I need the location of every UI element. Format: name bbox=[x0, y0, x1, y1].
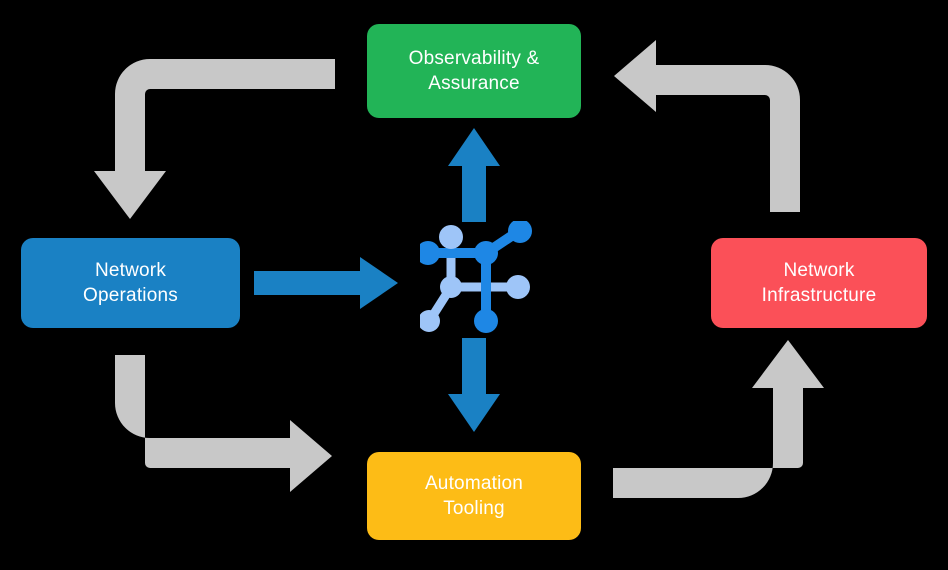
node-right-middle bbox=[506, 275, 530, 299]
arrow-center-to-observability bbox=[448, 128, 500, 222]
node-top-right bbox=[508, 221, 532, 243]
arrow-operations-to-center bbox=[254, 257, 398, 309]
node-label-network-infrastructure: Network Infrastructure bbox=[761, 259, 877, 306]
node-box-network-operations[interactable]: Network Operations bbox=[21, 238, 240, 328]
node-box-observability[interactable]: Observability & Assurance bbox=[367, 24, 581, 118]
node-upper-hub bbox=[474, 241, 498, 265]
node-label-automation-tooling: Automation Tooling bbox=[424, 472, 524, 519]
node-top-left bbox=[439, 225, 463, 249]
node-label-network-operations: Network Operations bbox=[83, 259, 178, 306]
node-lower-left-hub bbox=[440, 276, 462, 298]
network-icon-nodes bbox=[420, 221, 532, 333]
network-topology-icon bbox=[420, 221, 532, 333]
arrow-automation-to-infrastructure bbox=[613, 340, 824, 498]
arrow-infrastructure-to-observability bbox=[614, 40, 800, 212]
node-bottom-left bbox=[420, 310, 440, 332]
arrow-operations-to-automation bbox=[115, 355, 332, 492]
node-left bbox=[420, 241, 440, 265]
arrow-center-to-automation bbox=[448, 338, 500, 432]
node-box-automation-tooling[interactable]: Automation Tooling bbox=[367, 452, 581, 540]
arrow-observability-to-operations bbox=[94, 59, 335, 219]
node-label-observability: Observability & Assurance bbox=[408, 47, 540, 94]
node-box-network-infrastructure[interactable]: Network Infrastructure bbox=[711, 238, 927, 328]
node-bottom bbox=[474, 309, 498, 333]
